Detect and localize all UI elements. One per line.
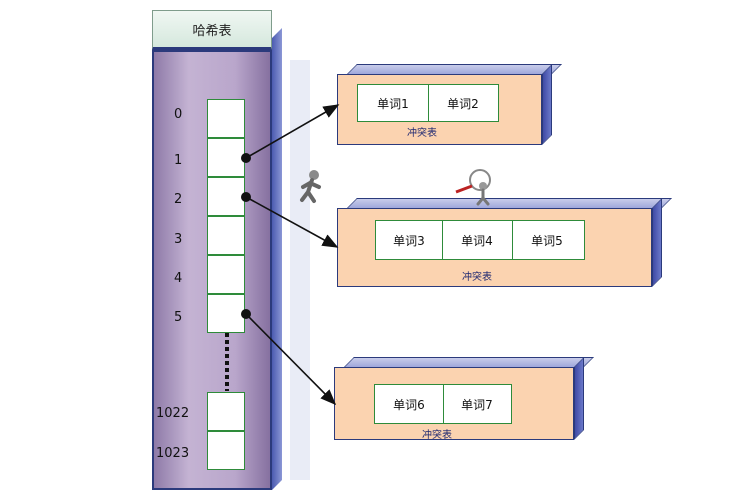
collision-table-2-label: 冲突表 [462,272,492,283]
index-label-1: 1 [174,153,183,168]
word-cell: 单词6 [375,385,444,423]
word-cell: 单词3 [376,221,443,259]
hash-slot-0 [207,99,245,138]
hash-slot-1022 [207,392,245,431]
hash-table-title: 哈希表 [152,10,272,50]
hash-slot-4 [207,255,245,294]
hash-table-shadow [290,60,310,480]
collision-table-1-label: 冲突表 [407,128,437,139]
word-cell: 单词2 [447,96,479,111]
walking-figure-icon [300,170,321,203]
magnifier-figure-icon [455,169,491,206]
collision-table-3-words: 单词6 单词7 [374,384,512,424]
collision-table-2-words: 单词3 单词4 单词5 [375,220,585,260]
collision-table-1: 单词1 单词2 冲突表 [337,64,562,145]
collision-table-1-words: 单词1 单词2 [357,84,499,122]
word-cell: 单词5 [531,233,563,248]
pointer-line [245,104,340,159]
word-cell: 单词7 [461,397,493,412]
hash-slot-1 [207,138,245,177]
index-label-1022: 1022 [156,406,190,421]
ellipsis-dots [225,333,229,391]
index-label-5: 5 [174,310,183,325]
hash-slot-1023 [207,431,245,470]
pointer-arrow-1 [241,104,340,163]
pointer-arrow-3 [241,309,337,406]
collision-table-2: 单词3 单词4 单词5 冲突表 [337,198,672,287]
collision-table-3-label: 冲突表 [422,430,452,441]
hash-slot-3 [207,216,245,255]
index-label-4: 4 [174,271,183,286]
index-label-1023: 1023 [156,446,190,461]
word-cell: 单词4 [442,221,513,259]
index-label-0: 0 [174,107,183,122]
collision-table-3: 单词6 单词7 冲突表 [334,357,594,441]
word-cell: 单词1 [358,85,429,121]
pointer-line [245,313,337,406]
index-label-2: 2 [174,192,183,207]
index-label-3: 3 [174,232,183,247]
pointer-line [245,196,339,248]
pointer-arrow-2 [241,192,339,248]
